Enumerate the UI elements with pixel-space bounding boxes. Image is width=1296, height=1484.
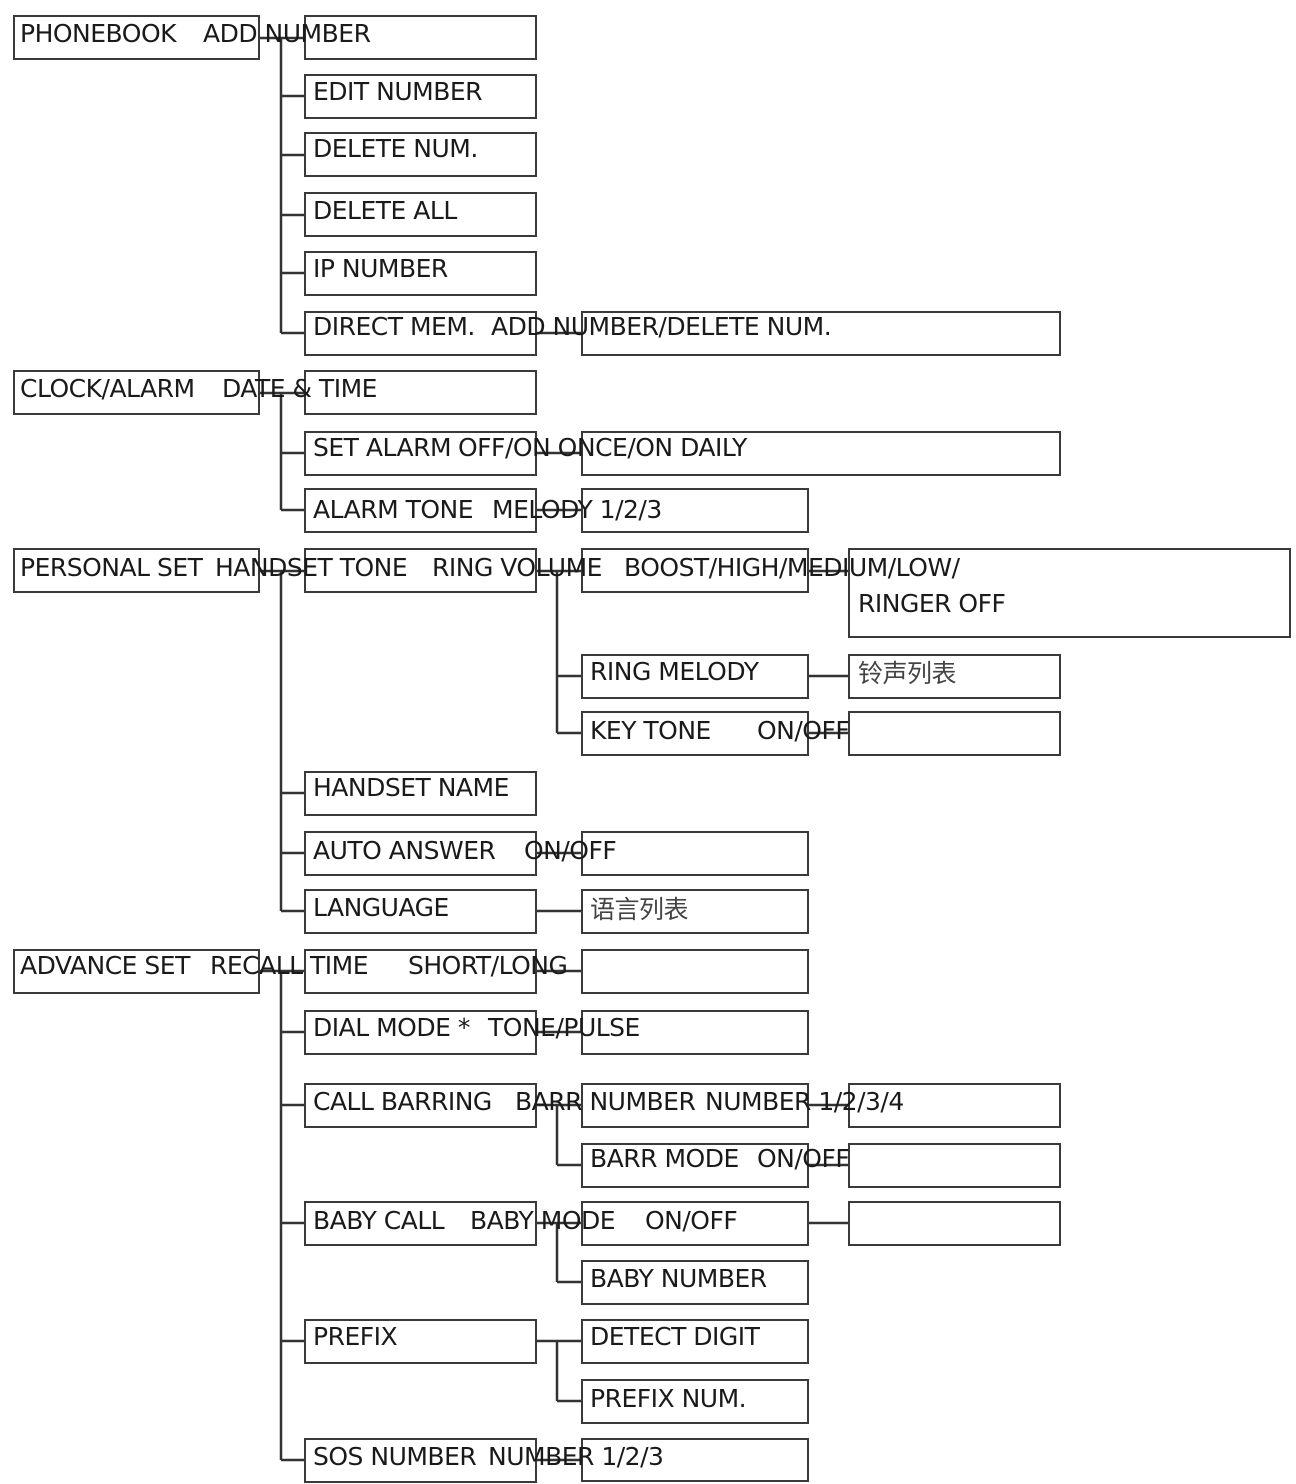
alarm-options-label: OFF/ON ONCE/ON DAILY bbox=[458, 433, 747, 462]
language-label: LANGUAGE bbox=[313, 893, 449, 922]
detect-digit-label: DETECT DIGIT bbox=[590, 1322, 760, 1351]
recall-value-label: SHORT/LONG bbox=[408, 951, 568, 980]
edit-number-box bbox=[304, 74, 537, 119]
add-number-label: ADD NUMBER bbox=[203, 19, 371, 48]
language-list-box bbox=[581, 889, 809, 934]
sos-number-box bbox=[304, 1438, 537, 1483]
alarm-tone-label: ALARM TONE bbox=[313, 495, 474, 524]
personal-set-label: PERSONAL SET bbox=[20, 553, 203, 582]
language-list-label: 语言列表 bbox=[590, 895, 689, 924]
detect-digit-box bbox=[581, 1319, 809, 1364]
ip-number-box bbox=[304, 251, 537, 296]
clock-alarm-box bbox=[13, 370, 260, 415]
add-delete-num-label: ADD NUMBER/DELETE NUM. bbox=[491, 312, 832, 341]
dial-mode-label: DIAL MODE * bbox=[313, 1013, 470, 1042]
dial-mode-value-box bbox=[581, 1010, 809, 1055]
phonebook-box bbox=[13, 15, 260, 60]
melody-options-label: MELODY 1/2/3 bbox=[492, 495, 662, 524]
dial-mode-box bbox=[304, 1010, 537, 1055]
baby-call-box bbox=[304, 1201, 537, 1246]
volume-options-box bbox=[848, 548, 1291, 638]
barr-number-label: BARR NUMBER bbox=[515, 1087, 696, 1116]
baby-mode-value-box bbox=[848, 1201, 1061, 1246]
ring-melody-box bbox=[581, 654, 809, 699]
sos-number-value-label: NUMBER 1/2/3 bbox=[488, 1442, 664, 1471]
ringtone-list-box bbox=[848, 654, 1061, 699]
ring-volume-label: RING VOLUME bbox=[432, 553, 602, 582]
baby-mode-box bbox=[581, 1201, 809, 1246]
set-alarm-box bbox=[304, 431, 537, 476]
delete-num-box bbox=[304, 132, 537, 177]
baby-number-box bbox=[581, 1260, 809, 1305]
direct-mem-box bbox=[304, 311, 537, 356]
clock-alarm-label: CLOCK/ALARM bbox=[20, 374, 195, 403]
key-tone-value-label: ON/OFF bbox=[757, 716, 850, 745]
ip-number-label: IP NUMBER bbox=[313, 254, 448, 283]
call-barring-label: CALL BARRING bbox=[313, 1087, 492, 1116]
add-number-box bbox=[304, 15, 537, 60]
handset-tone-label: HANDSET TONE bbox=[215, 553, 408, 582]
handset-name-label: HANDSET NAME bbox=[313, 773, 509, 802]
barr-mode-label: BARR MODE bbox=[590, 1144, 739, 1173]
ring-melody-label: RING MELODY bbox=[590, 657, 759, 686]
language-box bbox=[304, 889, 537, 934]
recall-time-box bbox=[304, 949, 537, 994]
volume-options-label-line2: RINGER OFF bbox=[858, 589, 1006, 618]
sos-number-value-box bbox=[581, 1438, 809, 1482]
delete-all-label: DELETE ALL bbox=[313, 196, 457, 225]
ringtone-list-label: 铃声列表 bbox=[858, 659, 957, 688]
baby-call-label: BABY CALL bbox=[313, 1206, 445, 1235]
key-tone-box bbox=[581, 711, 809, 756]
phonebook-label: PHONEBOOK bbox=[20, 19, 177, 48]
dial-mode-value-label: TONE/PULSE bbox=[488, 1013, 640, 1042]
baby-number-label: BABY NUMBER bbox=[590, 1264, 767, 1293]
melody-options-box bbox=[581, 488, 809, 533]
delete-all-box bbox=[304, 192, 537, 237]
alarm-tone-box bbox=[304, 488, 537, 533]
personal-set-box bbox=[13, 548, 260, 593]
direct-mem-label: DIRECT MEM. bbox=[313, 312, 475, 341]
auto-answer-label: AUTO ANSWER bbox=[313, 836, 496, 865]
key-tone-value-box bbox=[848, 711, 1061, 756]
date-time-box bbox=[304, 370, 537, 415]
handset-tone-box bbox=[304, 548, 537, 593]
auto-answer-value-box bbox=[581, 831, 809, 876]
barr-number-box bbox=[581, 1083, 809, 1128]
key-tone-label: KEY TONE bbox=[590, 716, 711, 745]
ring-volume-box bbox=[581, 548, 809, 593]
edit-number-label: EDIT NUMBER bbox=[313, 77, 483, 106]
alarm-options-box bbox=[581, 431, 1061, 476]
prefix-label: PREFIX bbox=[313, 1322, 398, 1351]
recall-time-label: RECALL TIME bbox=[210, 951, 369, 980]
add-delete-num-box bbox=[581, 311, 1061, 356]
barr-mode-box bbox=[581, 1143, 809, 1188]
barr-mode-value-label: ON/OFF bbox=[757, 1144, 850, 1173]
prefix-num-label: PREFIX NUM. bbox=[590, 1384, 747, 1413]
auto-answer-box bbox=[304, 831, 537, 876]
advance-set-label: ADVANCE SET bbox=[20, 951, 190, 980]
recall-value-box bbox=[581, 949, 809, 994]
barr-number-value-label: NUMBER 1/2/3/4 bbox=[705, 1087, 904, 1116]
volume-options-label-line1: BOOST/HIGH/MEDIUM/LOW/ bbox=[624, 553, 960, 582]
sos-number-label: SOS NUMBER bbox=[313, 1442, 477, 1471]
auto-answer-value-label: ON/OFF bbox=[524, 836, 617, 865]
date-time-label: DATE & TIME bbox=[222, 374, 377, 403]
handset-name-box bbox=[304, 771, 537, 816]
barr-number-value-box bbox=[848, 1083, 1061, 1128]
baby-mode-label: BABY MODE bbox=[470, 1206, 616, 1235]
prefix-box bbox=[304, 1319, 537, 1364]
call-barring-box bbox=[304, 1083, 537, 1128]
barr-mode-value-box bbox=[848, 1143, 1061, 1188]
baby-mode-value-label: ON/OFF bbox=[645, 1206, 738, 1235]
advance-set-box bbox=[13, 949, 260, 994]
prefix-num-box bbox=[581, 1379, 809, 1424]
set-alarm-label: SET ALARM bbox=[313, 433, 452, 462]
delete-num-label: DELETE NUM. bbox=[313, 134, 478, 163]
